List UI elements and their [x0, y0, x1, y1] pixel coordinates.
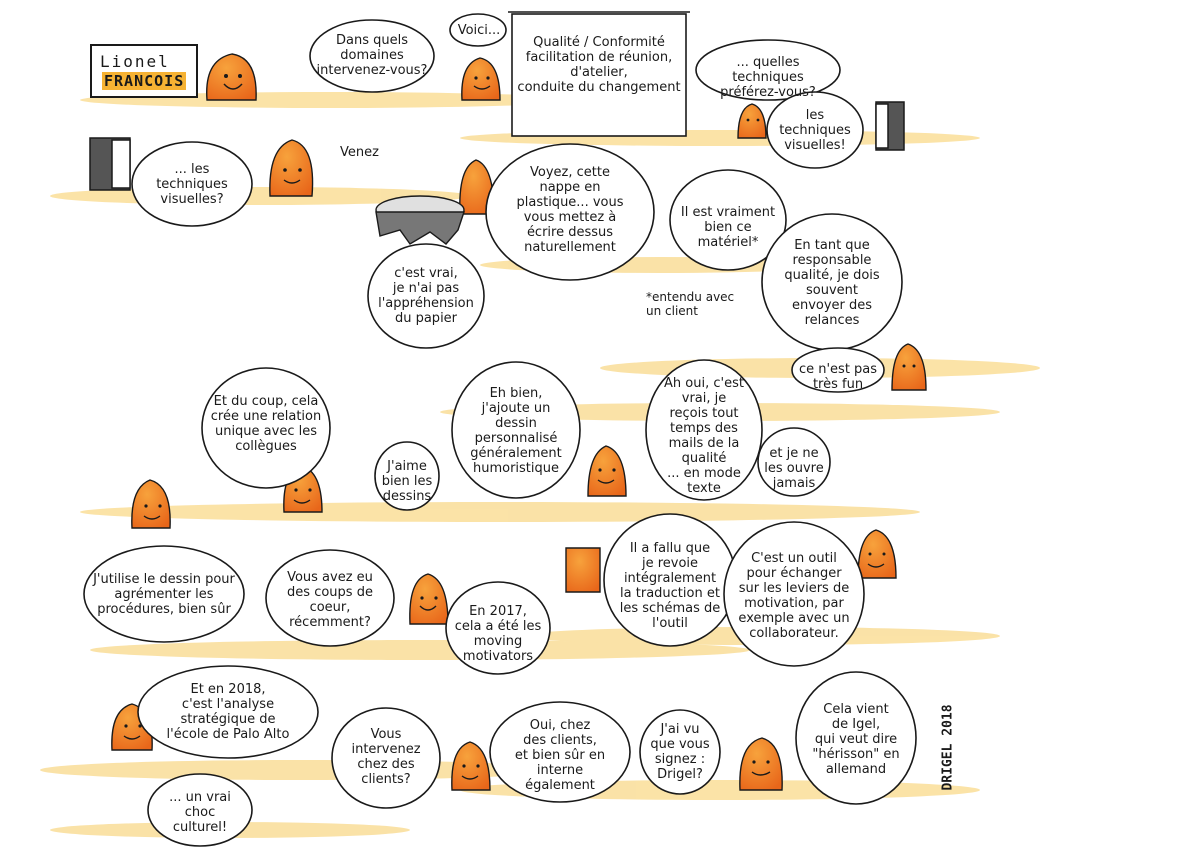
speech-bubble-text: ... un vrai choc culturel!	[169, 790, 231, 835]
flipchart-board	[508, 11, 690, 137]
speech-bubble-text: ce n'est pas très fun	[798, 362, 878, 392]
speech-bubble-text: Vous avez eu des coups de coeur, récemme…	[287, 570, 373, 630]
speech-bubble-text: Dans quels domaines intervenez-vous?	[316, 33, 428, 78]
speech-bubble-text: Eh bien, j'ajoute un dessin personnalisé…	[470, 386, 562, 476]
doors	[89, 101, 905, 191]
character-lionel-14	[451, 741, 491, 791]
speech-bubble-text: J'ai vu que vous signez : Drigel?	[650, 722, 710, 782]
speech-bubble-text: les techniques visuelles!	[779, 108, 851, 153]
speech-bubble-text: Ah oui, c'est vrai, je reçois tout temps…	[664, 376, 744, 496]
name-sign: Lionel FRANCOIS	[90, 44, 198, 98]
speech-bubble-text: Cela vient de Igel, qui veut dire "héris…	[812, 702, 900, 777]
speech-bubble-text: C'est un outil pour échanger sur les lev…	[738, 551, 850, 641]
orange-characters	[111, 53, 927, 791]
character-lionel-3	[737, 103, 767, 139]
last-name: FRANCOIS	[102, 72, 187, 90]
speech-bubble-text: et je ne les ouvre jamais	[764, 446, 824, 491]
speech-bubble-text: Voyez, cette nappe en plastique... vous …	[516, 165, 624, 255]
character-lionel-1	[206, 53, 257, 101]
character-lionel-9	[587, 445, 627, 497]
speech-bubble-text: En tant que responsable qualité, je dois…	[784, 238, 880, 328]
character-lionel-8	[131, 479, 171, 529]
speech-bubble-text: Il est vraiment bien ce matériel*	[680, 205, 776, 250]
character-lionel-2	[461, 57, 501, 101]
character-smiles	[123, 83, 885, 780]
character-faces	[124, 74, 916, 768]
speech-bubble-text: ... les techniques visuelles?	[156, 162, 228, 207]
speech-bubble-text: c'est vrai, je n'ai pas l'appréhension d…	[378, 266, 474, 326]
artist-signature: DRIGEL 2018	[940, 704, 956, 791]
table-with-plastic-cloth	[375, 195, 465, 245]
character-lionel-4	[269, 139, 314, 197]
speech-bubble-text: Voici...	[457, 23, 501, 38]
character-lionel-6	[891, 343, 927, 391]
character-lionel-11	[565, 547, 601, 593]
speech-bubble-text: Vous intervenez chez des clients?	[351, 727, 421, 787]
speech-bubble-text: Il a fallu que je revoie intégralement l…	[619, 541, 721, 631]
footnote-text: *entendu avec un client	[646, 290, 735, 318]
speech-bubble-text: Et en 2018, c'est l'analyse stratégique …	[166, 682, 290, 742]
speech-bubble-text: En 2017, cela a été les moving motivator…	[454, 604, 542, 664]
character-lionel-12	[857, 529, 897, 579]
speech-bubble-text: ... quelles techniques préférez-vous?	[720, 55, 816, 100]
character-lionel-10	[409, 573, 449, 625]
first-name: Lionel	[100, 52, 170, 71]
character-lionel-15	[739, 737, 783, 791]
caption-text: Venez	[340, 145, 379, 160]
speech-bubble-text: J'utilise le dessin pour agrémenter les …	[93, 572, 235, 617]
speech-bubble-text: Oui, chez des clients, et bien sûr en in…	[514, 718, 606, 793]
speech-bubble-text: J'aime bien les dessins	[381, 459, 433, 504]
speech-bubble-text: Et du coup, cela crée une relation uniqu…	[210, 394, 322, 454]
speech-bubbles	[83, 13, 917, 847]
flipchart-text: Qualité / Conformité facilitation de réu…	[517, 35, 681, 95]
